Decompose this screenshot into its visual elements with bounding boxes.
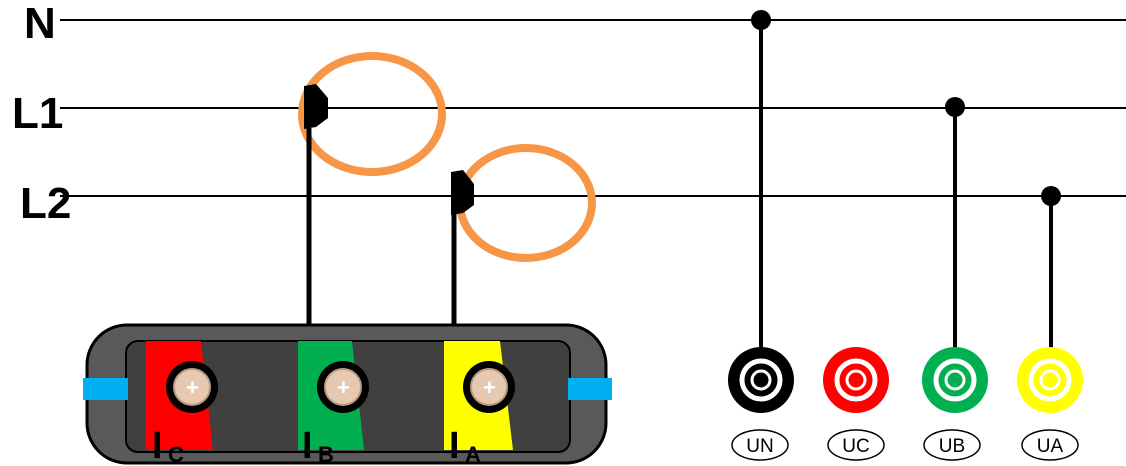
label-l1: L1 (12, 89, 63, 138)
port-ib-screw (324, 368, 362, 406)
terminal-ua-label-oval (1021, 429, 1079, 461)
terminal-uc (823, 347, 889, 413)
terminal-uc-ring (834, 358, 878, 402)
terminal-ua-jack (1017, 347, 1083, 413)
clamp-loop-1 (298, 52, 446, 176)
terminal-ub-ring (933, 358, 977, 402)
terminal-un-center (750, 369, 772, 391)
terminal-uc-label: UC (842, 436, 869, 457)
terminal-un-label-oval (731, 429, 789, 461)
clamp-loop-2 (456, 144, 596, 262)
terminal-un-ring (739, 358, 783, 402)
port-ic-sublabel: C (168, 442, 184, 466)
current-input-module: + I C + I B + I A (83, 323, 612, 466)
port-ia-screw (470, 368, 508, 406)
terminal-ua-center (1039, 369, 1061, 391)
label-l2: L2 (20, 179, 71, 228)
clamp-connector-1 (304, 84, 328, 129)
label-n: N (24, 0, 56, 48)
port-ib-plus-icon: + (337, 375, 350, 400)
terminal-ub-jack (922, 347, 988, 413)
port-ic-screw (173, 368, 211, 406)
terminal-uc-label-oval (827, 429, 885, 461)
port-ia-label: I (449, 425, 460, 466)
connector-left (83, 378, 128, 400)
terminal-un-label: UN (746, 436, 773, 457)
port-ia-sublabel: A (465, 442, 481, 466)
terminal-ua-label: UA (1037, 436, 1064, 457)
port-ib-label: I (302, 425, 313, 466)
port-ib-sublabel: B (318, 442, 334, 466)
clamp-connector-2 (451, 170, 474, 215)
terminal-uc-jack (823, 347, 889, 413)
port-ia-plus-icon: + (483, 375, 496, 400)
connector-right (568, 378, 612, 400)
terminal-ua-ring (1028, 358, 1072, 402)
terminal-un (728, 347, 794, 413)
terminal-ua (1017, 347, 1083, 413)
terminal-ub-center (944, 369, 966, 391)
terminal-ub-label-oval (923, 429, 981, 461)
terminal-ub (922, 347, 988, 413)
terminal-un-jack (728, 347, 794, 413)
terminal-uc-center (845, 369, 867, 391)
terminal-ub-label: UB (939, 436, 965, 457)
port-ic-label: I (152, 425, 163, 466)
port-ic-plus-icon: + (186, 375, 199, 400)
